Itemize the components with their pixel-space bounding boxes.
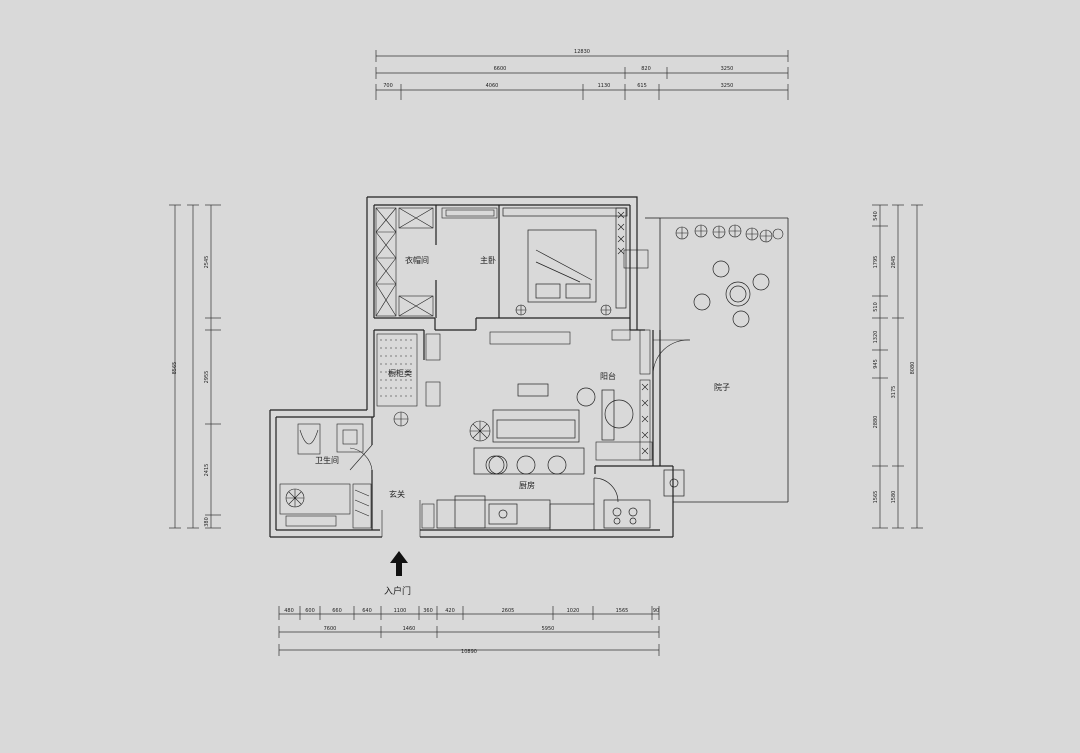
dim-right-outer: 8080 [910, 362, 916, 375]
dim-right-5: 945 [873, 359, 879, 369]
room-label-yard: 院子 [714, 382, 730, 392]
dim-bot-r1-3: 660 [332, 608, 342, 614]
dim-bot-r1-10: 1565 [616, 608, 629, 614]
dim-top-r3-4: 615 [637, 83, 647, 89]
entrance-label: 入户门 [384, 585, 411, 597]
dim-top-r3-2: 4060 [486, 83, 499, 89]
sofa [492, 383, 634, 443]
dim-top-r3-1: 700 [383, 83, 393, 89]
dim-top-r2-3: 3250 [721, 66, 734, 72]
dim-right-7: 1565 [873, 491, 879, 504]
kitchen-counter [436, 469, 685, 531]
dim-right-3: 510 [873, 302, 879, 312]
walls [269, 196, 674, 538]
dim-bot-r1-8: 2605 [502, 608, 515, 614]
left-dimensions [169, 204, 221, 529]
room-label-storage: 橱柜类 [388, 368, 412, 378]
room-label-kitchen: 厨房 [519, 480, 535, 490]
dim-top-r3-5: 3250 [721, 83, 734, 89]
dim-left-3: 2415 [204, 464, 210, 477]
dim-right-1: 540 [873, 211, 879, 221]
dim-bot-r1-5: 1100 [394, 608, 407, 614]
dim-left-4: 380 [204, 517, 210, 527]
dim-top-r3-3: 1130 [598, 83, 611, 89]
entrance-arrow-icon [390, 551, 408, 576]
dim-bot-r1-2: 600 [305, 608, 315, 614]
dim-left-outer: 8565 [172, 362, 178, 375]
yard-plants [675, 224, 784, 243]
outdoor-table-set [693, 260, 770, 328]
bedroom-lamps [515, 304, 612, 316]
living-lamp [393, 411, 491, 442]
bedroom-desk [489, 249, 649, 345]
dim-right-mid-3: 1580 [891, 491, 897, 504]
dim-bot-r1-9: 1020 [567, 608, 580, 614]
dim-bot-r1-4: 640 [362, 608, 372, 614]
dim-top-r2-1: 6600 [494, 66, 507, 72]
bed [502, 207, 628, 309]
yard [645, 217, 789, 503]
dim-right-mid-2: 3175 [891, 386, 897, 399]
storage-cabinet [376, 333, 441, 407]
top-dimensions [375, 50, 789, 100]
balcony-rail [595, 329, 653, 461]
dim-right-2: 1795 [873, 256, 879, 269]
dim-bot-r2-1: 7600 [324, 626, 337, 632]
balcony-door [652, 339, 691, 376]
dim-left-1: 2545 [204, 256, 210, 269]
room-label-balcony: 阳台 [600, 371, 616, 381]
kitchen-bar [473, 447, 585, 475]
dim-bot-r1-7: 420 [445, 608, 455, 614]
bathroom-door [349, 444, 373, 471]
dim-bot-r2-3: 5950 [542, 626, 555, 632]
dim-left-2: 2955 [204, 371, 210, 384]
bathroom-fixtures [279, 423, 372, 529]
entry-door [381, 500, 435, 537]
right-dimensions [872, 204, 923, 529]
dim-top-r2-2: 820 [641, 66, 651, 72]
bottom-dimensions [278, 606, 660, 656]
room-label-closet: 衣帽间 [405, 255, 429, 265]
dim-bot-r1-6: 360 [423, 608, 433, 614]
dim-bot-r2-2: 1460 [403, 626, 416, 632]
dim-right-mid-1: 2845 [891, 256, 897, 269]
dim-right-6: 2880 [873, 416, 879, 429]
dim-right-4: 1320 [873, 331, 879, 344]
closet-wardrobes [375, 207, 498, 317]
room-label-master-bedroom: 主卧 [480, 255, 496, 265]
dim-top-total: 12830 [574, 49, 590, 55]
room-label-foyer: 玄关 [389, 489, 405, 499]
dim-bot-r1-11: 90 [653, 608, 659, 614]
room-label-bathroom: 卫生间 [315, 455, 339, 465]
dim-bot-r1-1: 480 [284, 608, 294, 614]
dim-bot-total: 10890 [461, 649, 477, 655]
